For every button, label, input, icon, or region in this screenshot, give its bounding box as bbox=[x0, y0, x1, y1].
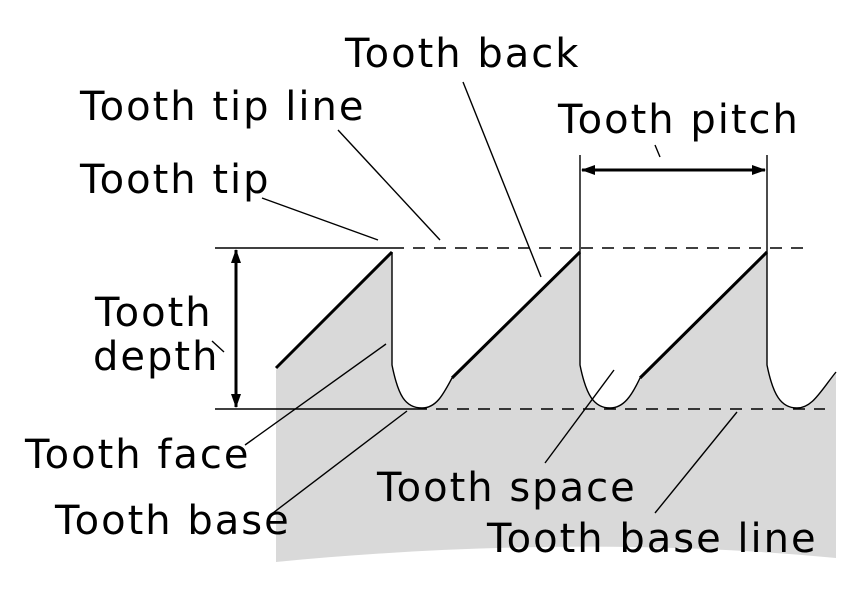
tooth-base-leader bbox=[268, 410, 408, 517]
tooth-face-edge bbox=[766, 252, 837, 409]
tooth-profile-edge bbox=[638, 250, 769, 380]
tooth-base-line-leader bbox=[654, 411, 738, 514]
tooth-base-line-label: Tooth base line bbox=[486, 516, 818, 562]
tooth-base-label: Tooth base bbox=[54, 498, 291, 544]
tooth-pitch-leader bbox=[654, 144, 661, 158]
tooth-tip-label: Tooth tip bbox=[79, 157, 271, 203]
tooth-profile-edge bbox=[450, 250, 582, 380]
tooth-tip-line-leader bbox=[337, 129, 441, 241]
tooth-face-edge bbox=[391, 252, 453, 409]
tooth-back-leader bbox=[462, 81, 542, 278]
tooth-face-leader bbox=[244, 343, 387, 446]
tooth-pitch-label: Tooth pitch bbox=[557, 97, 800, 143]
tooth-profile-edge bbox=[274, 250, 394, 370]
tooth-depth-leader bbox=[211, 340, 225, 353]
tooth-depth-label-line1: Tooth bbox=[94, 290, 213, 336]
tooth-back-label: Tooth back bbox=[344, 31, 580, 77]
tooth-space-leader bbox=[544, 369, 615, 464]
tooth-face-label: Tooth face bbox=[24, 432, 251, 478]
tooth-face-edge bbox=[579, 252, 641, 409]
tooth-space-label: Tooth space bbox=[376, 465, 637, 511]
blade-body bbox=[276, 252, 836, 562]
tooth-tip-line-label: Tooth tip line bbox=[79, 84, 365, 130]
tooth-depth-label-line2: depth bbox=[93, 334, 219, 380]
tooth-tip-leader bbox=[261, 197, 379, 241]
